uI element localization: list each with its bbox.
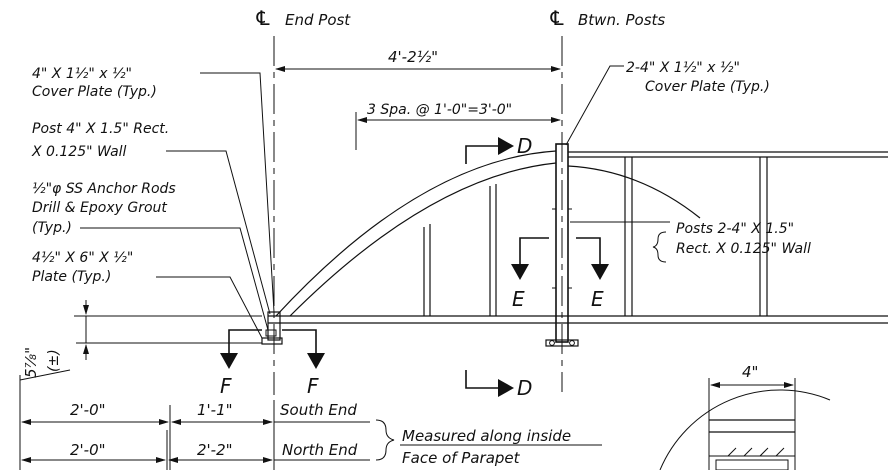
railing-structure <box>267 150 888 324</box>
note-right-posts: Posts 2-4" X 1.5" Rect. X 0.125" Wall <box>570 221 811 263</box>
north-mid-dim: 2'-2" <box>197 441 233 459</box>
note-anchor-line3: (Typ.) <box>32 220 72 236</box>
intermediate-posts <box>545 143 579 347</box>
note-anchor-line1: ½"φ SS Anchor Rods <box>32 181 176 197</box>
note-right-cover-line2: Cover Plate (Typ.) <box>645 79 770 95</box>
btwn-posts-title: Btwn. Posts <box>578 11 665 29</box>
section-f-right-label: F <box>307 374 319 398</box>
note-anchor-line2: Drill & Epoxy Grout <box>32 200 167 216</box>
note-right-cover-plate: 2-4" X 1½" x ½" Cover Plate (Typ.) <box>565 60 770 146</box>
spacing-value: 3 Spa. @ 1'-0"=3'-0" <box>367 102 512 118</box>
south-end-label: South End <box>280 401 357 419</box>
section-mark-e-left: E <box>511 237 549 311</box>
north-left-dim: 2'-0" <box>70 441 106 459</box>
detail-callout: 4" <box>659 363 831 470</box>
height-value: 5⅞" <box>22 347 40 378</box>
south-left-dim: 2'-0" <box>70 401 106 419</box>
south-mid-dim: 1'-1" <box>197 401 233 419</box>
note-plate: 4½" X 6" X ½" Plate (Typ.) <box>32 250 263 339</box>
note-post-line2: X 0.125" Wall <box>31 144 127 160</box>
note-cover-plate-line2: Cover Plate (Typ.) <box>32 84 157 100</box>
height-tolerance: (±) <box>46 349 62 372</box>
end-post <box>261 311 283 345</box>
centerline-end-post-label: ℄ End Post <box>254 6 351 30</box>
note-cover-plate: 4" X 1½" x ½" Cover Plate (Typ.) <box>32 66 275 313</box>
section-mark-f-left: F <box>220 329 262 398</box>
measured-note-line1: Measured along inside <box>402 427 571 445</box>
note-plate-line2: Plate (Typ.) <box>32 269 111 285</box>
centerline-symbol: ℄ <box>254 6 272 30</box>
note-right-cover-line1: 2-4" X 1½" x ½" <box>626 60 740 76</box>
top-span-value: 4'-2½" <box>388 48 438 66</box>
section-mark-e-right: E <box>576 237 609 311</box>
section-d-bottom-label: D <box>517 376 532 400</box>
section-mark-f-right: F <box>282 329 325 398</box>
north-end-label: North End <box>282 441 358 459</box>
spacing-dimension: 3 Spa. @ 1'-0"=3'-0" <box>355 102 561 150</box>
bottom-dimensions: 2'-0" 1'-1" South End 2'-0" 2'-2" North … <box>19 375 602 470</box>
note-cover-plate-line1: 4" X 1½" x ½" <box>32 66 132 82</box>
end-post-title: End Post <box>285 11 351 29</box>
note-plate-line1: 4½" X 6" X ½" <box>32 250 133 266</box>
measured-note-line2: Face of Parapet <box>402 449 521 467</box>
note-anchor-rods: ½"φ SS Anchor Rods Drill & Epoxy Grout (… <box>32 181 269 331</box>
note-right-posts-line2: Rect. X 0.125" Wall <box>676 241 811 257</box>
note-post-line1: Post 4" X 1.5" Rect. <box>32 121 169 137</box>
section-d-top-label: D <box>517 134 532 158</box>
detail-width-dim: 4" <box>742 363 758 381</box>
section-e-left-label: E <box>512 287 525 311</box>
section-mark-d-bottom: D <box>465 370 532 400</box>
centerline-symbol: ℄ <box>548 6 566 30</box>
section-mark-d-top: D <box>465 134 532 164</box>
height-dimension: 5⅞" (±) <box>19 300 262 381</box>
note-post: Post 4" X 1.5" Rect. X 0.125" Wall <box>31 121 271 315</box>
note-right-posts-line1: Posts 2-4" X 1.5" <box>676 221 794 237</box>
top-span-dimension: 4'-2½" <box>275 48 561 72</box>
section-f-left-label: F <box>220 374 232 398</box>
centerline-btwn-posts-label: ℄ Btwn. Posts <box>548 6 665 30</box>
section-e-right-label: E <box>591 287 604 311</box>
